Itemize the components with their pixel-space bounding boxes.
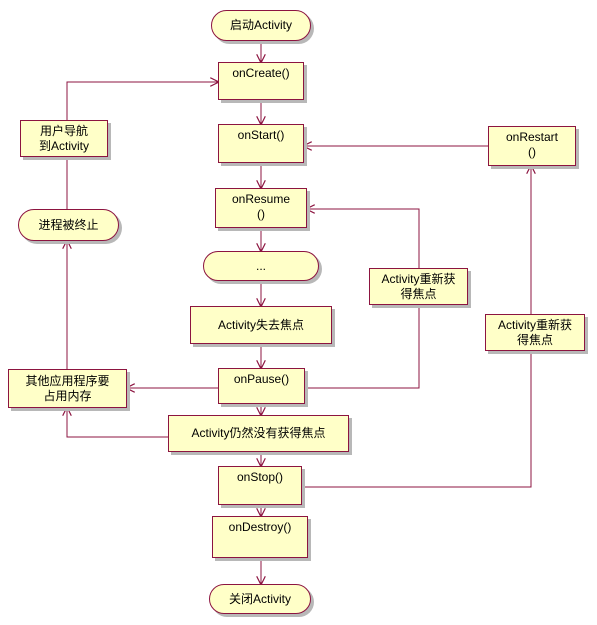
- process-killed-node: 进程被终止: [18, 209, 119, 241]
- other-apps-memory-node: 其他应用程序要 占用内存: [8, 369, 127, 408]
- running-node: ...: [203, 251, 319, 281]
- onpause-node: onPause(): [218, 368, 305, 404]
- edge-onstop-to-onrestart: [302, 166, 531, 488]
- shutdown-node: 关闭Activity: [209, 584, 311, 614]
- ondestroy-node: onDestroy(): [212, 516, 308, 558]
- onrestart-node: onRestart (): [488, 126, 576, 166]
- lose-focus-node: Activity失去焦点: [190, 306, 332, 344]
- onstart-node: onStart(): [218, 124, 304, 163]
- start-node: 启动Activity: [211, 10, 311, 41]
- regain-focus-node-1: Activity重新获 得焦点: [369, 268, 468, 305]
- regain-focus-node-2: Activity重新获 得焦点: [485, 314, 585, 351]
- user-navigates-node: 用户导航 到Activity: [20, 120, 108, 157]
- onstop-node: onStop(): [218, 466, 302, 505]
- still-no-focus-node: Activity仍然没有获得焦点: [168, 415, 349, 452]
- onresume-node: onResume (): [215, 188, 307, 228]
- oncreate-node: onCreate(): [218, 62, 304, 100]
- edge-stillnofocus-to-othermemory: [67, 408, 168, 438]
- edge-usernav-to-oncreate: [66, 82, 218, 120]
